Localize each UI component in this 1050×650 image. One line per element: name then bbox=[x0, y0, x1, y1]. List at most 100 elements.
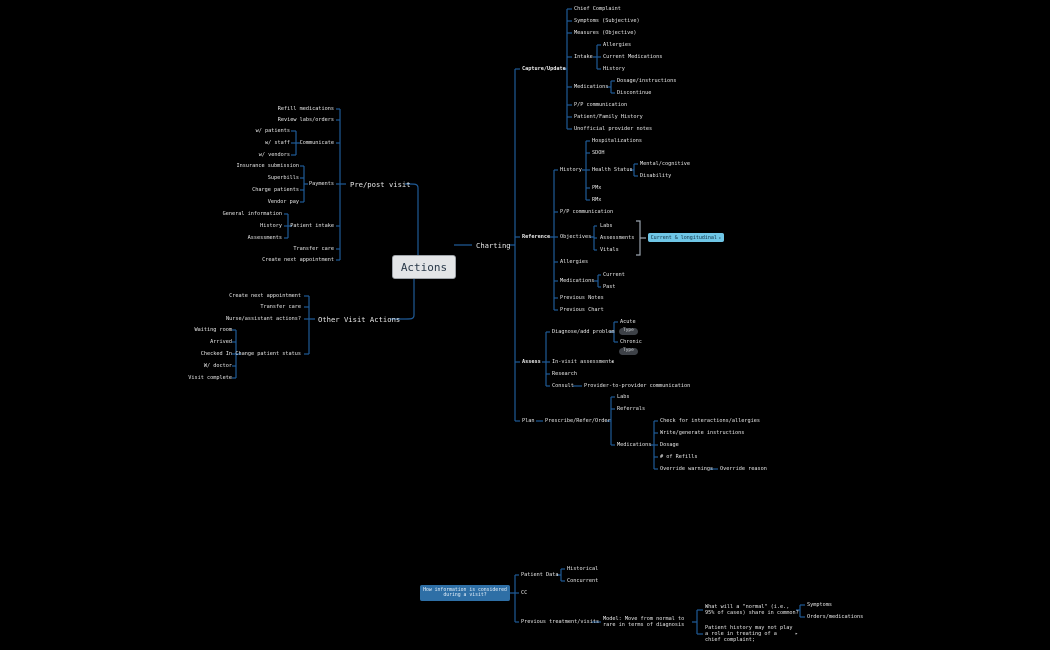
node-nurse-actions[interactable]: Nurse/assistant actions? bbox=[226, 316, 301, 322]
node-sdoh[interactable]: SDOH bbox=[592, 150, 605, 156]
root-node-actions[interactable]: Actions bbox=[392, 255, 456, 279]
node-refills[interactable]: # of Refills bbox=[660, 454, 698, 460]
node-other-create-next[interactable]: Create next appointment bbox=[229, 293, 301, 299]
node-refill-medications[interactable]: Refill medications bbox=[277, 106, 334, 112]
node-discontinue[interactable]: Discontinue bbox=[617, 90, 652, 96]
node-disability[interactable]: Disability bbox=[640, 173, 672, 179]
node-other-transfer-care[interactable]: Transfer care bbox=[260, 304, 301, 310]
node-payments[interactable]: Payments bbox=[309, 181, 334, 187]
node-current[interactable]: Current bbox=[603, 272, 625, 278]
node-research[interactable]: Research bbox=[552, 371, 577, 377]
node-capture-history[interactable]: History bbox=[603, 66, 625, 72]
node-consult[interactable]: Consult bbox=[552, 383, 574, 389]
node-patient-data[interactable]: Patient Data bbox=[521, 572, 559, 578]
node-reference-medications[interactable]: Medications bbox=[560, 278, 595, 284]
node-historical[interactable]: Historical bbox=[567, 566, 599, 572]
node-superbills[interactable]: Superbills bbox=[267, 175, 299, 181]
node-health-status[interactable]: Health Status bbox=[592, 167, 633, 173]
node-previous-treatment[interactable]: Previous treatment/visits bbox=[521, 619, 600, 625]
node-measures[interactable]: Measures (Objective) bbox=[574, 30, 637, 36]
node-pmx[interactable]: PMx bbox=[592, 185, 602, 191]
branch-pre-post-visit[interactable]: Pre/post visit bbox=[350, 180, 411, 189]
node-acute[interactable]: Acute bbox=[620, 319, 636, 325]
node-patient-family-history[interactable]: Patient/Family History bbox=[574, 114, 643, 120]
node-model[interactable]: Model: Move from normal to rare in terms… bbox=[603, 616, 685, 628]
node-w-staff[interactable]: w/ staff bbox=[265, 140, 290, 146]
type-tag-chronic[interactable]: Type bbox=[619, 348, 638, 355]
node-override-warnings[interactable]: Override warnings bbox=[660, 466, 714, 472]
node-vitals[interactable]: Vitals bbox=[600, 247, 619, 253]
node-provider-communication[interactable]: Provider-to-provider communication bbox=[584, 383, 691, 389]
node-plan-labs[interactable]: Labs bbox=[617, 394, 630, 400]
node-history-note[interactable]: Patient history may not play a role in t… bbox=[705, 625, 793, 643]
node-communicate[interactable]: Communicate bbox=[299, 140, 334, 146]
node-w-doctor[interactable]: W/ doctor bbox=[203, 363, 232, 369]
node-intake-history[interactable]: History bbox=[260, 223, 282, 229]
node-past[interactable]: Past bbox=[603, 284, 616, 290]
node-objectives[interactable]: Objectives bbox=[560, 234, 592, 240]
node-reference[interactable]: Reference bbox=[522, 234, 551, 240]
node-plan-medications[interactable]: Medications bbox=[617, 442, 652, 448]
node-intake-assessments[interactable]: Assessments bbox=[247, 235, 282, 241]
node-chief-complaint[interactable]: Chief Complaint bbox=[574, 6, 621, 12]
node-charge-patients[interactable]: Charge patients bbox=[252, 187, 299, 193]
node-w-vendors[interactable]: w/ vendors bbox=[258, 152, 290, 158]
node-q-symptoms[interactable]: Symptoms bbox=[807, 602, 832, 608]
node-write-instructions[interactable]: Write/generate instructions bbox=[660, 430, 745, 436]
note-icon: ▸ bbox=[718, 235, 722, 240]
node-vendor-pay[interactable]: Vendor pay bbox=[267, 199, 299, 205]
node-change-patient-status[interactable]: Change patient status bbox=[235, 351, 301, 357]
node-assess[interactable]: Assess bbox=[522, 359, 541, 365]
node-normal-question[interactable]: What will a "normal" (i.e., 95% of cases… bbox=[705, 604, 799, 616]
node-unofficial-notes[interactable]: Unofficial provider notes bbox=[574, 126, 653, 132]
node-dosage[interactable]: Dosage bbox=[660, 442, 679, 448]
node-plan[interactable]: Plan bbox=[522, 418, 535, 424]
node-reference-history[interactable]: History bbox=[560, 167, 582, 173]
node-current-medications[interactable]: Current Medications bbox=[603, 54, 663, 60]
node-reference-allergies[interactable]: Allergies bbox=[560, 259, 589, 265]
node-insurance-submission[interactable]: Insurance submission bbox=[236, 163, 299, 169]
node-general-information[interactable]: General information bbox=[222, 211, 282, 217]
node-capture-medications[interactable]: Medications bbox=[574, 84, 609, 90]
node-diagnose-add-problem[interactable]: Diagnose/add problem bbox=[552, 329, 615, 335]
note-icon[interactable]: ▸ bbox=[611, 359, 615, 365]
node-reference-pp-communication[interactable]: P/P communication bbox=[560, 209, 614, 215]
node-pp-communication[interactable]: P/P communication bbox=[574, 102, 628, 108]
note-icon[interactable]: ▸ bbox=[795, 631, 799, 637]
node-patient-intake[interactable]: Patient intake bbox=[290, 223, 334, 229]
node-w-patients[interactable]: w/ patients bbox=[255, 128, 290, 134]
node-override-reason[interactable]: Override reason bbox=[720, 466, 767, 472]
node-objectives-assessments[interactable]: Assessments bbox=[600, 235, 635, 241]
node-labs[interactable]: Labs bbox=[600, 223, 613, 229]
node-prescribe-refer-order[interactable]: Prescribe/Refer/Order bbox=[545, 418, 611, 424]
node-cc[interactable]: CC bbox=[521, 590, 528, 596]
node-transfer-care[interactable]: Transfer care bbox=[293, 246, 334, 252]
node-rmx[interactable]: RMx bbox=[592, 197, 602, 203]
branch-other-visit-actions[interactable]: Other Visit Actions bbox=[318, 315, 401, 324]
node-symptoms[interactable]: Symptoms (Subjective) bbox=[574, 18, 640, 24]
question-root-node[interactable]: How information is considered during a v… bbox=[420, 585, 510, 601]
node-previous-notes[interactable]: Previous Notes bbox=[560, 295, 604, 301]
node-create-next-appointment[interactable]: Create next appointment bbox=[262, 257, 334, 263]
node-q-orders-medications[interactable]: Orders/medications bbox=[807, 614, 864, 620]
node-dosage-instructions[interactable]: Dosage/instructions bbox=[617, 78, 677, 84]
node-arrived[interactable]: Arrived bbox=[210, 339, 232, 345]
node-intake[interactable]: Intake bbox=[574, 54, 593, 60]
node-chronic[interactable]: Chronic bbox=[620, 339, 642, 345]
node-previous-chart[interactable]: Previous Chart bbox=[560, 307, 604, 313]
callout-current-longitudinal[interactable]: Current & longitudinal▸ bbox=[648, 233, 724, 242]
node-capture-update[interactable]: Capture/Update bbox=[522, 66, 566, 72]
node-visit-complete[interactable]: Visit complete bbox=[188, 375, 232, 381]
node-in-visit-assessments[interactable]: In-visit assessments bbox=[552, 359, 615, 365]
node-check-interactions[interactable]: Check for interactions/allergies bbox=[660, 418, 760, 424]
node-referrals[interactable]: Referrals bbox=[617, 406, 646, 412]
node-concurrent[interactable]: Concurrent bbox=[567, 578, 599, 584]
node-checked-in[interactable]: Checked In bbox=[200, 351, 232, 357]
node-hospitalizations[interactable]: Hospitalizations bbox=[592, 138, 642, 144]
branch-charting[interactable]: Charting bbox=[476, 241, 511, 250]
node-mental-cognitive[interactable]: Mental/cognitive bbox=[640, 161, 690, 167]
node-waiting-room[interactable]: Waiting room bbox=[194, 327, 232, 333]
type-tag-acute[interactable]: Type bbox=[619, 328, 638, 335]
node-review-labs[interactable]: Review labs/orders bbox=[277, 117, 334, 123]
node-allergies[interactable]: Allergies bbox=[603, 42, 632, 48]
